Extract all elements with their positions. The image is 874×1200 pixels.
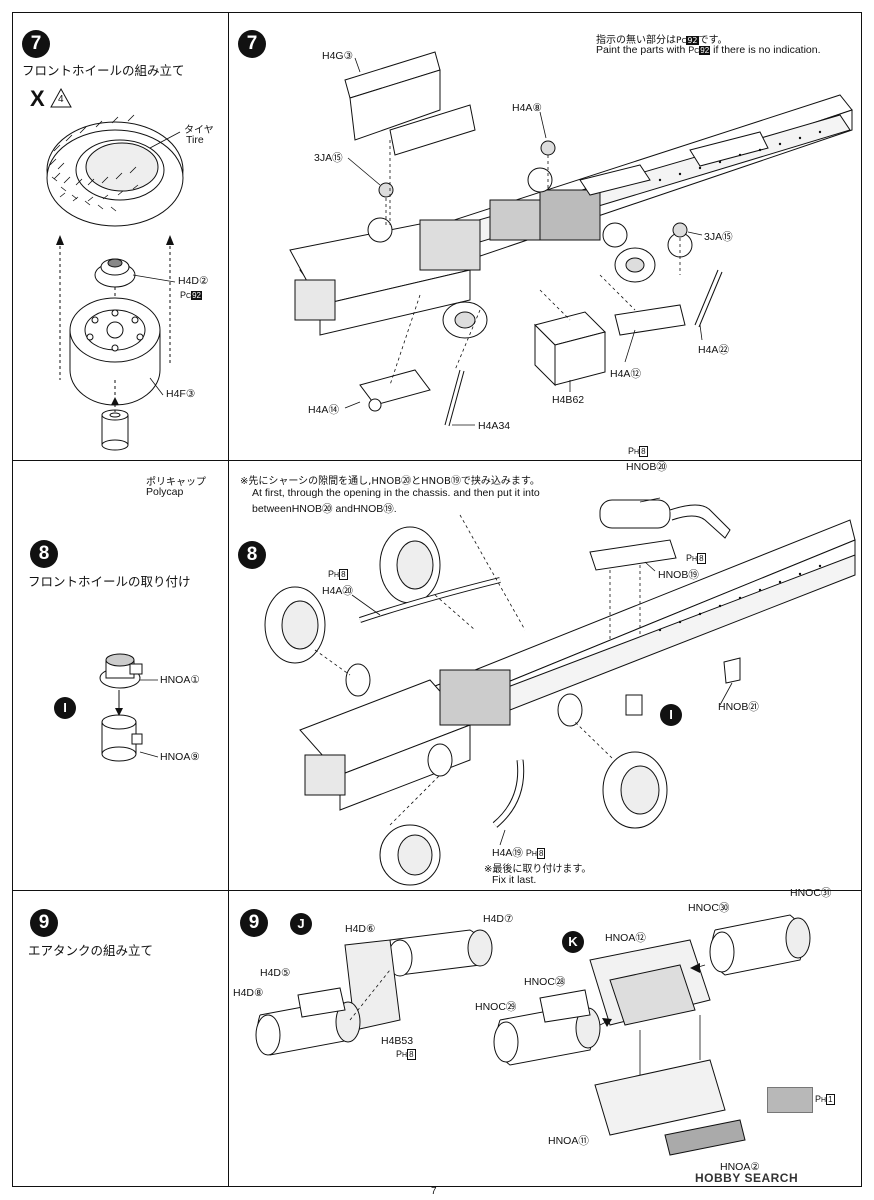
sub-k-badge: K [562, 931, 584, 953]
label-h4a8: H4A⑧ [512, 102, 542, 114]
label-h4a12: H4A⑫ [610, 368, 641, 380]
front-wheel-exploded-drawing [46, 114, 184, 451]
step-8-title: フロントホイールの取り付け [28, 574, 191, 589]
label-h4d6: H4D⑥ [345, 923, 376, 935]
fix-last-note-ja: ※最後に取り付けます。 [484, 864, 592, 875]
main-step-9-number: 9 [240, 909, 268, 937]
step-9-number: 9 [30, 909, 58, 937]
step-9-title: エアタンクの組み立て [28, 943, 154, 958]
step8-leaders [351, 497, 733, 846]
chassis-step7-drawing [289, 51, 853, 427]
step8-note-en-2: betweenHNOB⑳ andHNOB⑲. [252, 503, 397, 515]
fix-last-note-en: Fix it last. [492, 874, 537, 886]
step-7-title: フロントホイールの組み立て [22, 63, 185, 78]
label-h4a34: H4A34 [478, 420, 511, 432]
label-3ja15-right: 3JA⑮ [704, 231, 733, 243]
label-h4d5: H4D⑤ [260, 967, 291, 979]
label-hnob21: HNOB㉑ [718, 701, 759, 713]
step7-left-leaders [132, 131, 181, 396]
quantity-triangle-icon [50, 87, 72, 108]
step7-leaders [344, 57, 703, 426]
label-h4a14: H4A⑭ [308, 404, 339, 416]
sub-j-badge: J [290, 913, 312, 935]
tire-label-en: Tire [186, 134, 204, 146]
polycap-label-ja: ポリキャップ [146, 477, 206, 488]
h4f-label: H4F③ [166, 388, 196, 400]
tire-label-ja: タイヤ [184, 125, 214, 136]
quantity-count: 4 [58, 94, 64, 105]
watermark: HOBBY SEARCH [695, 1171, 799, 1185]
air-tank-j-drawing [255, 929, 493, 1056]
page-frame [12, 12, 862, 1187]
paint-note-ja: 指示の無い部分はPC92です。 [596, 35, 728, 46]
chassis-step8-drawing [264, 499, 856, 886]
main-sub-i-badge: I [660, 704, 682, 726]
step-7-number: 7 [22, 30, 50, 58]
hnoa9-label: HNOA⑨ [160, 751, 200, 763]
label-hnob20: HNOB⑳ [626, 461, 667, 473]
label-h4b53: H4B53 [381, 1035, 414, 1047]
step-8-number: 8 [30, 540, 58, 568]
hnoa1-label: HNOA① [160, 674, 200, 686]
row-divider-2 [12, 890, 862, 891]
label-h4b62: H4B62 [552, 394, 585, 406]
label-h4a20: H4A⑳ [322, 585, 353, 597]
gray-color-swatch [767, 1087, 813, 1113]
page-number: 7 [431, 1186, 437, 1197]
label-3ja15-left: 3JA⑮ [314, 152, 343, 164]
step8-left-leaders [139, 679, 159, 758]
main-step-7-number: 7 [238, 30, 266, 58]
label-hnoc30: HNOC㉚ [688, 902, 730, 914]
label-hnoa12: HNOA⑫ [605, 932, 646, 944]
column-divider [228, 12, 229, 1187]
h4d-label: H4D② [178, 275, 209, 287]
label-hnoc31: HNOC㉛ [790, 887, 832, 899]
step8-note-en-1: At first, through the opening in the cha… [252, 487, 540, 499]
label-h4g3: H4G③ [322, 50, 354, 62]
main-step-8-number: 8 [238, 541, 266, 569]
paint-note-en: Paint the parts with PC92 if there is no… [596, 44, 821, 56]
label-hnoc29: HNOC㉙ [475, 1001, 517, 1013]
air-tank-k-drawing [493, 914, 811, 1156]
label-h4a22: H4A㉒ [698, 344, 729, 356]
label-hnoc28: HNOC㉘ [524, 976, 566, 988]
label-h4d7: H4D⑦ [483, 913, 514, 925]
polycap-label-en: Polycap [146, 486, 184, 498]
quantity-mark: X [30, 86, 45, 111]
step8-note-ja: ※先にシャーシの隙間を通し,HNOB⑳とHNOB⑲で挟み込みます。 [240, 476, 540, 487]
label-hnob19: HNOB⑲ [658, 569, 699, 581]
label-h4d8: H4D⑧ [233, 987, 264, 999]
row-divider-1 [12, 460, 862, 461]
sub-assembly-i-badge: I [54, 697, 76, 719]
label-hnoa11: HNOA⑪ [548, 1135, 589, 1147]
h4d-paint-mark: PC92 [180, 290, 202, 300]
label-hnoa2: HNOA② [720, 1161, 760, 1173]
sub-assembly-i-drawing [99, 653, 143, 762]
